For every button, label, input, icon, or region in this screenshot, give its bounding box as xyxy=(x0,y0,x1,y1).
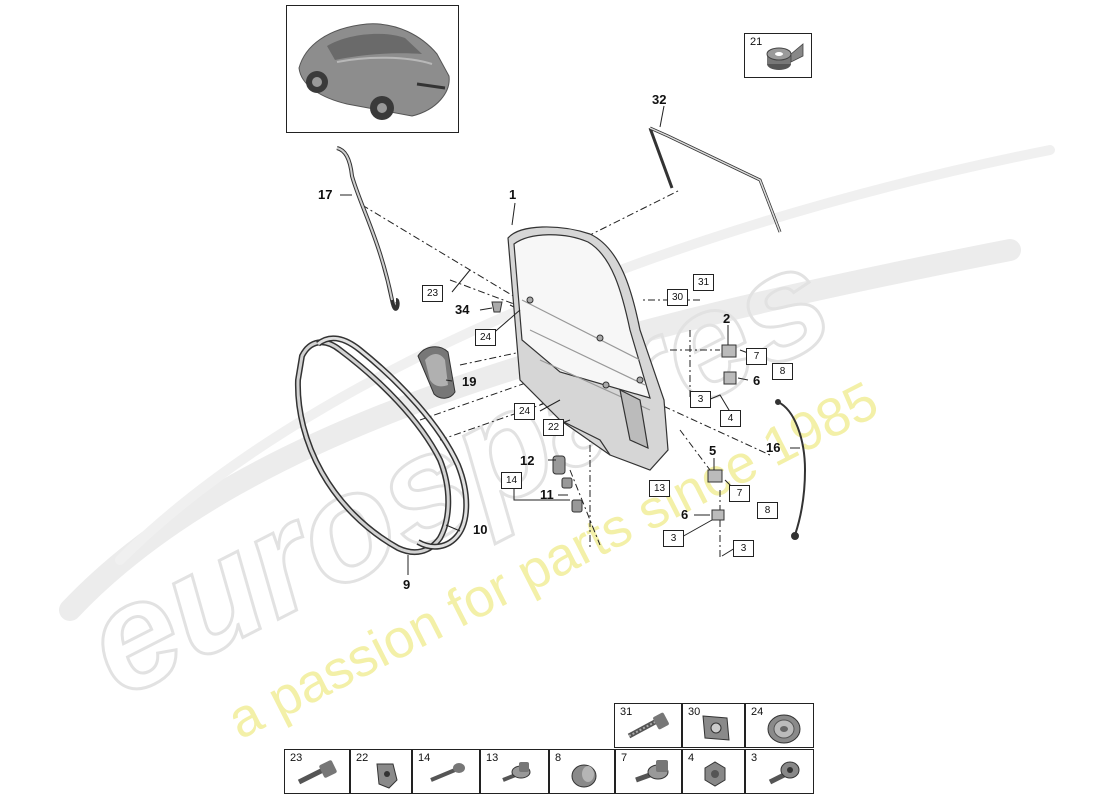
callout-34: 34 xyxy=(455,302,470,317)
part-cell-24: 24 xyxy=(745,703,814,748)
box-ref-7-lower: 7 xyxy=(729,485,750,502)
door-handle-trim-19 xyxy=(417,346,456,399)
door-seal-10 xyxy=(316,335,470,550)
box-ref-3-upper: 3 xyxy=(690,391,711,408)
bolt-washer-icon xyxy=(502,762,531,782)
vehicle-thumbnail xyxy=(286,5,459,133)
callout-12: 12 xyxy=(520,453,535,468)
cap-icon xyxy=(571,764,597,788)
clip-nut-icon xyxy=(702,715,730,741)
tape-roll-number: 21 xyxy=(750,36,763,48)
box-ref-22: 22 xyxy=(543,419,564,436)
hinge-lower xyxy=(707,469,725,521)
part-cell-3: 3 xyxy=(745,749,814,794)
part-cell-8: 8 xyxy=(549,749,615,794)
box-ref-8-lower: 8 xyxy=(757,502,778,519)
bolt-icon xyxy=(297,760,337,785)
box-ref-23: 23 xyxy=(422,285,443,302)
box-ref-24-upper: 24 xyxy=(475,329,496,346)
nut-icon xyxy=(704,761,726,787)
box-ref-14: 14 xyxy=(501,472,522,489)
box-ref-3-middle: 3 xyxy=(663,530,684,547)
clip-34 xyxy=(491,301,503,313)
screw-icon xyxy=(430,763,465,782)
callout-32: 32 xyxy=(652,92,667,107)
part-cell-22: 22 xyxy=(350,749,412,794)
part-cell-30: 30 xyxy=(682,703,745,748)
handle-parts-11-12 xyxy=(552,455,583,513)
clip-icon xyxy=(376,763,398,789)
box-ref-31: 31 xyxy=(693,274,714,291)
callout-19: 19 xyxy=(462,374,477,389)
callout-5: 5 xyxy=(709,443,717,458)
callout-16: 16 xyxy=(766,440,781,455)
clips-door xyxy=(526,296,644,389)
part-cell-23: 23 xyxy=(284,749,350,794)
box-ref-13: 13 xyxy=(649,480,670,497)
cable-seal-17 xyxy=(336,146,400,311)
callout-6-lower: 6 xyxy=(681,507,689,522)
part-cell-13: 13 xyxy=(480,749,549,794)
bolt-icon xyxy=(627,712,669,739)
callout-2: 2 xyxy=(723,311,731,326)
part-cell-7: 7 xyxy=(615,749,682,794)
callout-6-upper: 6 xyxy=(753,373,761,388)
door-shell xyxy=(507,226,669,471)
cable-16 xyxy=(775,399,807,540)
callout-10: 10 xyxy=(473,522,488,537)
torx-bolt-icon xyxy=(768,761,800,785)
tape-roll-icon xyxy=(766,43,804,70)
flange-bolt-icon xyxy=(635,760,669,783)
callout-11: 11 xyxy=(540,487,554,502)
box-ref-30: 30 xyxy=(667,289,688,306)
callout-17: 17 xyxy=(318,187,333,202)
car-image xyxy=(298,23,450,120)
box-ref-4: 4 xyxy=(720,410,741,427)
hinge-upper xyxy=(721,344,737,385)
part-cell-31: 31 xyxy=(614,703,682,748)
part-cell-4: 4 xyxy=(682,749,745,794)
box-ref-8-upper: 8 xyxy=(772,363,793,380)
box-ref-3-lower: 3 xyxy=(733,540,754,557)
door-seal-9 xyxy=(294,339,452,556)
part-cell-14: 14 xyxy=(412,749,480,794)
tape-roll-box: 21 xyxy=(744,33,812,78)
grommet-icon xyxy=(767,714,801,744)
callout-1: 1 xyxy=(509,187,517,202)
box-ref-7-upper: 7 xyxy=(746,348,767,365)
callout-9: 9 xyxy=(403,577,411,592)
box-ref-24-lower: 24 xyxy=(514,403,535,420)
